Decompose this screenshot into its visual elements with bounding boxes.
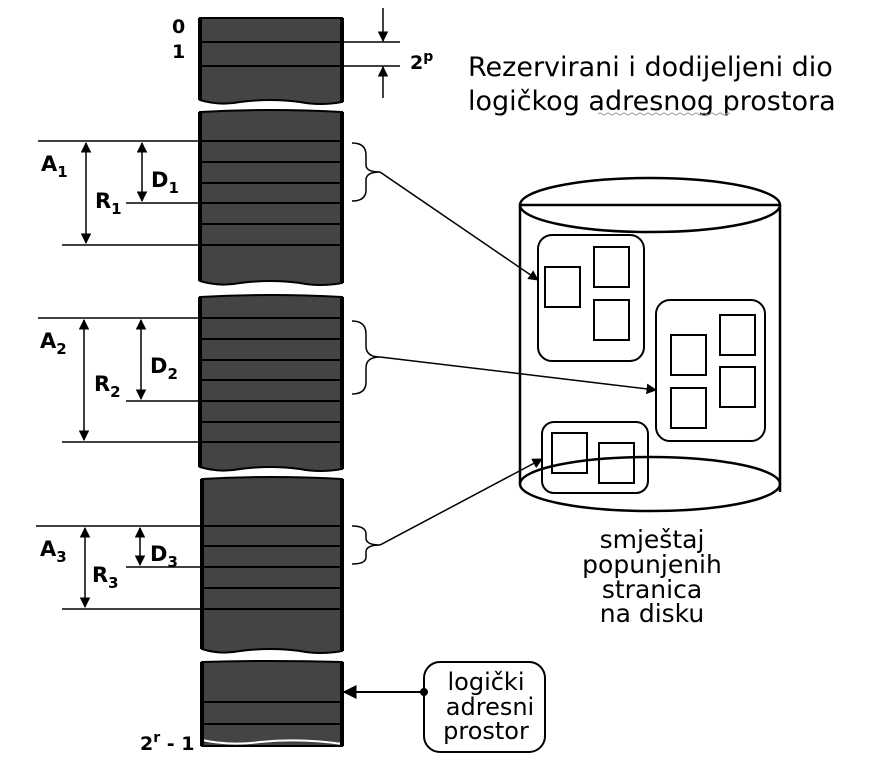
last-address-label: 2r - 1: [140, 730, 194, 755]
page-size-label: 2p: [410, 49, 433, 74]
address-label-zero: 0: [172, 16, 185, 38]
segment-3-R-label: R3: [92, 563, 119, 592]
title-line-1: Rezervirani i dodijeljeni dio: [468, 52, 833, 83]
memory-block-segment-1: [198, 109, 344, 286]
segment-1-R-label: R1: [95, 189, 122, 218]
memory-block-segment-2: [198, 294, 344, 472]
mapping-arrows: [379, 171, 658, 546]
address-space-column: [198, 17, 344, 747]
segment-1-dimensions: [38, 140, 381, 246]
disk-page-group-2: [655, 299, 766, 442]
disk-caption: smještaj popunjenih stranica na disku: [582, 525, 722, 628]
disk-page-group-1: [537, 234, 645, 362]
segment-3-D-label: D3: [150, 542, 178, 571]
disk-cylinder: [518, 176, 782, 513]
segment-3-A-label: A3: [40, 537, 67, 566]
logical-box-line-3: prostor: [443, 717, 529, 745]
disk-caption-line-4: na disku: [600, 599, 705, 628]
segment-2-R-label: R2: [94, 372, 121, 401]
logical-box-line-2: adresni: [446, 693, 534, 721]
logical-box-line-1: logički: [447, 668, 524, 696]
segment-2-D-label: D2: [150, 354, 178, 383]
disk-page-group-3: [541, 421, 649, 494]
logical-box-pointer: [342, 685, 428, 699]
segment-2-A-label: A2: [40, 329, 67, 358]
spellcheck-underline: [597, 112, 731, 116]
address-label-one: 1: [172, 41, 185, 63]
logical-address-box: logički adresni prostor: [423, 661, 546, 753]
title-line-2: logičkog adresnog prostora: [468, 86, 836, 117]
memory-block-top: [198, 17, 344, 105]
disk-caption-line-2: popunjenih: [582, 550, 722, 579]
segment-1-A-label: A1: [41, 152, 68, 181]
disk-caption-line-1: smještaj: [600, 525, 705, 554]
disk-caption-line-3: stranica: [602, 575, 702, 604]
page-size-indicator: [342, 8, 400, 98]
memory-block-segment-3: [200, 476, 344, 654]
memory-block-bottom: [200, 660, 344, 747]
segment-1-D-label: D1: [151, 168, 179, 197]
